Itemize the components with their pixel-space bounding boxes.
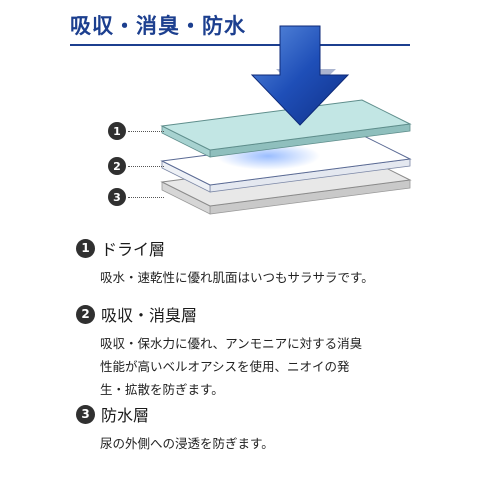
section-title: 防水層 <box>101 406 150 425</box>
section-description: 尿の外側への浸透を防ぎます。 <box>100 432 436 455</box>
layer-marker-3: 3 <box>108 188 126 206</box>
marker-leader-3 <box>128 197 164 198</box>
layer-dry <box>160 99 412 158</box>
section-absorb-layer: 2 吸収・消臭層 吸収・保水力に優れ、アンモニアに対する消臭 性能が高いベルオア… <box>76 302 436 401</box>
section-title: 吸収・消臭層 <box>101 306 198 325</box>
layer-marker-2: 2 <box>108 157 126 175</box>
layer-absorb <box>160 134 412 193</box>
down-arrow-icon <box>250 25 350 126</box>
header-rule <box>70 44 410 46</box>
marker-leader-2 <box>128 166 164 167</box>
section-description: 吸収・保水力に優れ、アンモニアに対する消臭 性能が高いベルオアシスを使用、ニオイ… <box>100 332 436 401</box>
number-badge: 1 <box>76 238 95 258</box>
description-line: 吸水・速乾性に優れ肌面はいつもサラサラです。 <box>100 270 374 285</box>
section-dry-layer: 1 ドライ層 吸水・速乾性に優れ肌面はいつもサラサラです。 <box>76 236 436 289</box>
description-line: 生・拡散を防ぎます。 <box>100 382 224 397</box>
description-line: 性能が高いベルオアシスを使用、ニオイの発 <box>100 359 350 374</box>
layer-marker-1: 1 <box>108 122 126 140</box>
section-title: ドライ層 <box>101 240 166 259</box>
number-badge: 3 <box>76 404 95 424</box>
number-badge: 2 <box>76 304 95 324</box>
marker-leader-1 <box>128 131 164 132</box>
description-line: 尿の外側への浸透を防ぎます。 <box>100 436 274 451</box>
header-title: 吸収・消臭・防水 <box>70 14 246 38</box>
layer-diagram <box>160 25 412 215</box>
section-waterproof-layer: 3 防水層 尿の外側への浸透を防ぎます。 <box>76 402 436 455</box>
section-description: 吸水・速乾性に優れ肌面はいつもサラサラです。 <box>100 266 436 289</box>
description-line: 吸収・保水力に優れ、アンモニアに対する消臭 <box>100 336 363 351</box>
